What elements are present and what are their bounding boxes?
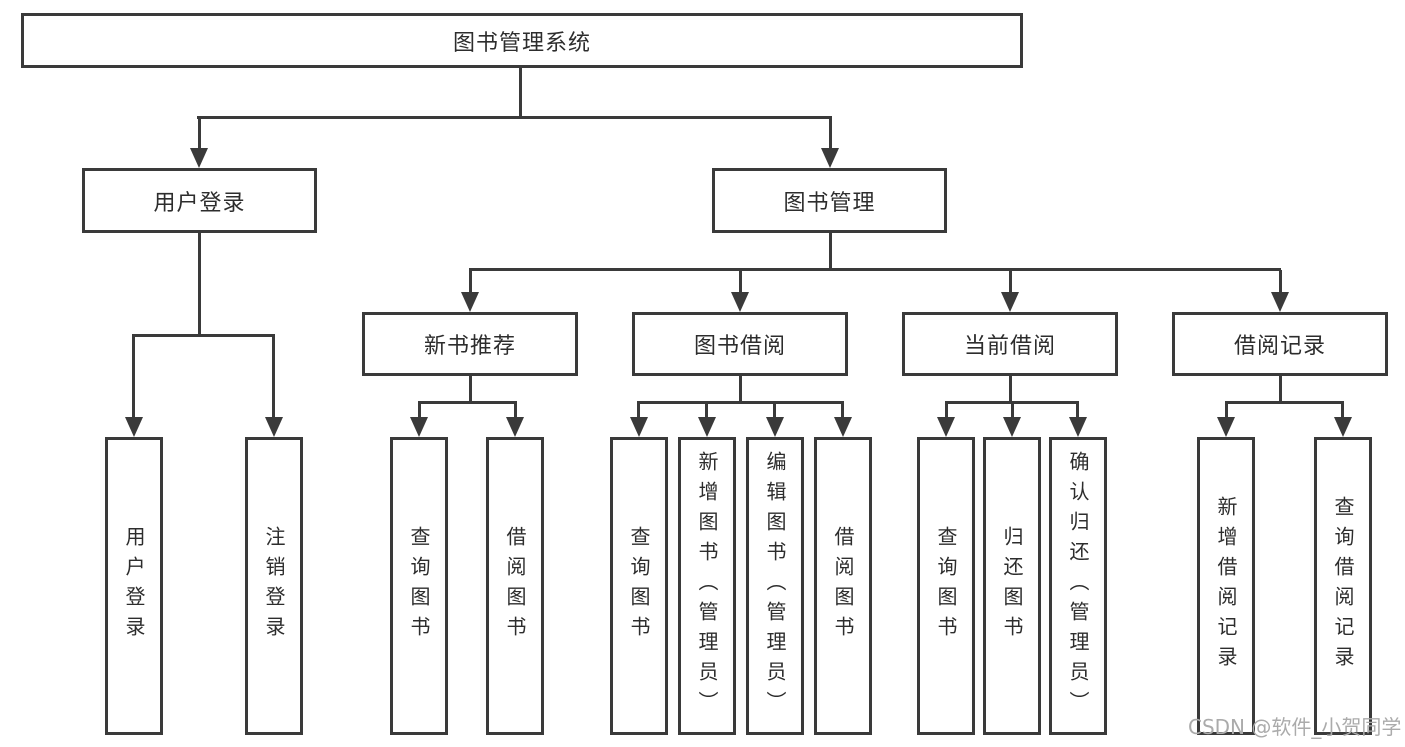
connector-user-login-junction xyxy=(132,334,275,337)
connector-to-leaf xyxy=(1011,403,1014,419)
leaf-add-borrow-record: 新增借阅记录 xyxy=(1197,437,1255,735)
arrow-down-icon xyxy=(731,292,749,312)
connector-root-stub xyxy=(519,68,522,118)
arrow-down-icon xyxy=(698,417,716,437)
arrow-down-icon xyxy=(265,417,283,437)
arrow-down-icon xyxy=(1334,417,1352,437)
connector-to-leaf xyxy=(1341,403,1344,419)
node-current-borrow-label: 当前借阅 xyxy=(963,334,1056,359)
connector-to-leaf xyxy=(945,403,948,419)
node-user-login: 用户登录 xyxy=(82,168,317,233)
connector-to-level3 xyxy=(469,270,472,294)
csdn-watermark: CSDN @软件_小贺同学 xyxy=(1188,715,1402,739)
connector-to-level3 xyxy=(1279,270,1282,294)
connector-group-stub xyxy=(1009,376,1012,403)
leaf-borrow-books-label: 借阅图书 xyxy=(831,526,855,646)
connector-to-leaf xyxy=(705,403,708,419)
leaf-query-books-borrow: 查询图书 xyxy=(610,437,668,735)
connector-to-leaf xyxy=(132,336,135,419)
node-book-borrow-label: 图书借阅 xyxy=(693,334,786,359)
arrow-down-icon xyxy=(1271,292,1289,312)
leaf-return-book: 归还图书 xyxy=(983,437,1041,735)
connector-to-level3 xyxy=(1009,270,1012,294)
connector-group-stub xyxy=(1279,376,1282,403)
node-borrow-records-label: 借阅记录 xyxy=(1233,334,1326,359)
leaf-confirm-return-admin-label: 确认归还（管理员） xyxy=(1066,451,1090,721)
arrow-down-icon xyxy=(937,417,955,437)
connector-to-user-login xyxy=(198,118,201,150)
leaf-query-borrow-record-label: 查询借阅记录 xyxy=(1331,496,1355,676)
leaf-query-books-recommend-label: 查询图书 xyxy=(407,526,431,646)
connector-to-book-management xyxy=(829,118,832,150)
node-book-management-label: 图书管理 xyxy=(783,190,876,216)
leaf-query-books-recommend: 查询图书 xyxy=(390,437,448,735)
connector-to-leaf xyxy=(272,336,275,419)
node-book-management: 图书管理 xyxy=(712,168,947,233)
arrow-down-icon xyxy=(410,417,428,437)
node-root: 图书管理系统 xyxy=(21,13,1023,68)
connector-group-junction xyxy=(945,401,1079,404)
node-new-book-recommend: 新书推荐 xyxy=(362,312,578,376)
arrow-down-icon xyxy=(1001,292,1019,312)
connector-group-junction xyxy=(1225,401,1344,404)
connector-to-leaf xyxy=(773,403,776,419)
node-current-borrow: 当前借阅 xyxy=(902,312,1118,376)
arrow-down-icon xyxy=(1069,417,1087,437)
connector-to-leaf xyxy=(637,403,640,419)
leaf-edit-book-admin: 编辑图书（管理员） xyxy=(746,437,804,735)
connector-group-stub xyxy=(739,376,742,403)
leaf-edit-book-admin-label: 编辑图书（管理员） xyxy=(763,451,787,721)
node-user-login-label: 用户登录 xyxy=(153,190,246,216)
connector-group-stub xyxy=(469,376,472,403)
arrow-down-icon xyxy=(506,417,524,437)
arrow-down-icon xyxy=(834,417,852,437)
leaf-user-login-label: 用户登录 xyxy=(122,526,146,646)
arrow-down-icon xyxy=(1003,417,1021,437)
node-borrow-records: 借阅记录 xyxy=(1172,312,1388,376)
connector-to-leaf xyxy=(418,403,421,419)
leaf-logout: 注销登录 xyxy=(245,437,303,735)
connector-level3-junction xyxy=(469,268,1281,271)
connector-to-leaf xyxy=(1076,403,1079,419)
leaf-add-borrow-record-label: 新增借阅记录 xyxy=(1214,496,1238,676)
connector-to-level3 xyxy=(739,270,742,294)
connector-book-management-stub xyxy=(829,233,832,270)
arrow-down-icon xyxy=(190,148,208,168)
leaf-logout-label: 注销登录 xyxy=(262,526,286,646)
arrow-down-icon xyxy=(125,417,143,437)
leaf-borrow-books: 借阅图书 xyxy=(814,437,872,735)
connector-to-leaf xyxy=(1225,403,1228,419)
connector-group-junction xyxy=(418,401,517,404)
leaf-query-books-current: 查询图书 xyxy=(917,437,975,735)
connector-group-junction xyxy=(637,401,844,404)
leaf-add-book-admin-label: 新增图书（管理员） xyxy=(695,451,719,721)
leaf-query-borrow-record: 查询借阅记录 xyxy=(1314,437,1372,735)
leaf-add-book-admin: 新增图书（管理员） xyxy=(678,437,736,735)
connector-level2-junction xyxy=(197,116,832,119)
connector-to-leaf xyxy=(841,403,844,419)
leaf-return-book-label: 归还图书 xyxy=(1000,526,1024,646)
leaf-query-books-current-label: 查询图书 xyxy=(934,526,958,646)
leaf-borrow-books-recommend: 借阅图书 xyxy=(486,437,544,735)
arrow-down-icon xyxy=(821,148,839,168)
leaf-confirm-return-admin: 确认归还（管理员） xyxy=(1049,437,1107,735)
arrow-down-icon xyxy=(461,292,479,312)
connector-to-leaf xyxy=(514,403,517,419)
node-new-book-recommend-label: 新书推荐 xyxy=(423,334,516,359)
arrow-down-icon xyxy=(630,417,648,437)
connector-user-login-stub xyxy=(198,233,201,336)
leaf-borrow-books-recommend-label: 借阅图书 xyxy=(503,526,527,646)
node-book-borrow: 图书借阅 xyxy=(632,312,848,376)
leaf-query-books-borrow-label: 查询图书 xyxy=(627,526,651,646)
leaf-user-login: 用户登录 xyxy=(105,437,163,735)
node-root-label: 图书管理系统 xyxy=(452,30,591,56)
arrow-down-icon xyxy=(766,417,784,437)
arrow-down-icon xyxy=(1217,417,1235,437)
